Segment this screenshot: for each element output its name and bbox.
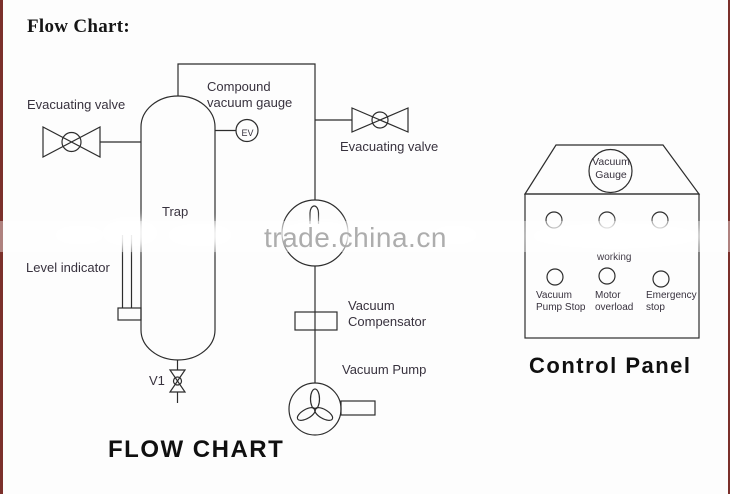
evacuating-valve-left-icon — [42, 126, 141, 158]
control-panel-caption: Control Panel — [529, 353, 692, 378]
panel-button-1-icon — [546, 268, 564, 286]
evacuating-valve-right-icon — [315, 107, 409, 133]
left-border — [0, 0, 3, 494]
vacuum-compensator-label: Vacuum Compensator — [348, 298, 426, 330]
compound-vacuum-gauge-label: Compound vacuum gauge — [207, 79, 292, 111]
panel-button-3-icon — [652, 270, 670, 288]
watermark-blob — [430, 224, 480, 246]
watermark-blob — [52, 224, 107, 246]
compensator-line2: Compensator — [348, 314, 427, 329]
evacuating-valve-right-label: Evacuating valve — [340, 139, 439, 154]
panel-button-2-icon — [598, 267, 616, 285]
vacuum-pump-icon — [288, 382, 376, 436]
motor-overload-label: Motor overload — [595, 290, 633, 313]
compound-gauge-line2: vacuum gauge — [207, 95, 293, 110]
working-label: working — [597, 252, 632, 263]
trap-label: Trap — [162, 204, 189, 219]
v1-valve-icon — [168, 360, 187, 403]
vacuum-pump-label: Vacuum Pump — [342, 362, 427, 377]
control-panel-box — [523, 144, 701, 339]
panel-gauge-line2: Gauge — [595, 168, 627, 181]
page-title: Flow Chart: — [27, 16, 131, 37]
vacuum-compensator-icon — [294, 311, 338, 331]
panel-vacuum-gauge-label: Vacuum Gauge — [588, 156, 634, 181]
btn0-line2: Pump Stop — [536, 301, 586, 313]
flow-chart-caption: FLOW CHART — [108, 436, 285, 463]
evacuating-valve-left-label: Evacuating valve — [27, 97, 126, 112]
emergency-stop-label: Emergency stop — [646, 290, 697, 313]
btn2-line2: stop — [646, 301, 665, 313]
watermark-blob — [278, 220, 358, 248]
ev-gauge-icon — [215, 118, 259, 143]
panel-gauge-line1: Vacuum — [592, 156, 630, 168]
top-pipe — [177, 63, 316, 200]
level-indicator-label: Level indicator — [26, 260, 110, 275]
v1-valve-label: V1 — [149, 373, 165, 388]
btn2-line1: Emergency — [646, 290, 697, 301]
panel-vacuum-gauge-icon — [588, 148, 633, 194]
compound-gauge-line1: Compound — [207, 79, 271, 94]
compensator-line1: Vacuum — [348, 298, 395, 313]
ev-gauge-label: EV — [241, 128, 254, 138]
vacuum-pump-stop-label: Vacuum Pump Stop — [536, 290, 585, 313]
watermark-blob — [100, 218, 160, 248]
watermark-blob — [165, 222, 235, 248]
right-border — [728, 0, 730, 494]
watermark-text: trade.china.cn — [264, 222, 447, 253]
watermark-blob — [528, 222, 703, 250]
btn0-line1: Vacuum — [536, 290, 572, 301]
btn1-line1: Motor — [595, 290, 621, 301]
btn1-line2: overload — [595, 301, 634, 313]
trap-vessel — [140, 95, 216, 361]
